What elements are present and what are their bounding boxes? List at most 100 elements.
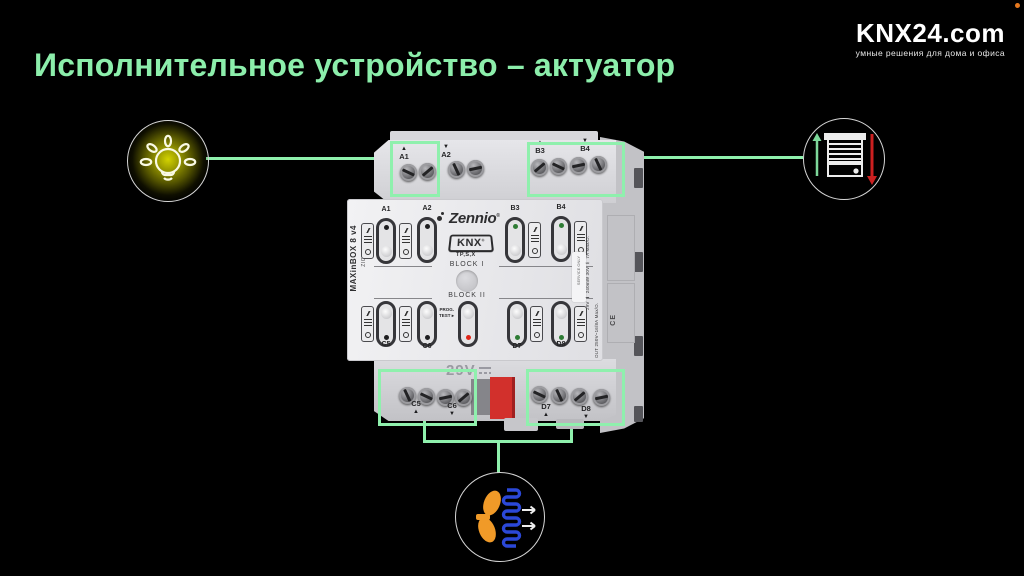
highlight-box-a1 bbox=[390, 141, 440, 197]
terminal-screw bbox=[590, 156, 607, 173]
terminal-screw bbox=[531, 159, 548, 176]
output-rating-label: OUT 250V~16/8A Max/O. bbox=[594, 302, 599, 358]
din-clip bbox=[634, 336, 643, 356]
din-clip bbox=[634, 406, 643, 422]
prog-arrow-icon: ▸ bbox=[451, 312, 454, 318]
block1-label: BLOCK I bbox=[449, 261, 485, 268]
bus-type-label: TP,S,X bbox=[456, 252, 476, 258]
light-bulb-icon bbox=[127, 120, 209, 202]
channel-function-icons bbox=[530, 306, 543, 342]
side-panel-line bbox=[607, 283, 635, 343]
terminal-screw bbox=[399, 387, 416, 404]
light-bulb-glyph bbox=[139, 134, 197, 181]
connector-line-bottom-horizontal bbox=[423, 440, 573, 443]
terminal-label-d7: D7 ▲ bbox=[534, 402, 558, 418]
load-bars-icon bbox=[532, 319, 541, 328]
channel-d7-control bbox=[507, 301, 527, 347]
relay-contact-icon bbox=[401, 227, 410, 233]
terminal-screw bbox=[448, 161, 465, 178]
channel-a1-button bbox=[380, 246, 392, 257]
channel-c6-button bbox=[421, 308, 433, 319]
terminal-label-c5: C5 ▲ bbox=[404, 399, 428, 415]
zennio-logo-dots-icon bbox=[437, 212, 447, 222]
load-type-icon bbox=[402, 248, 409, 255]
highlight-box-c5-c6 bbox=[378, 369, 477, 426]
block2-label: BLOCK II bbox=[448, 292, 486, 299]
channel-function-icons bbox=[361, 223, 374, 259]
terminal-label-a1: ▲ A1 bbox=[392, 146, 416, 161]
corner-dot-icon bbox=[1015, 3, 1020, 8]
device-top-lip bbox=[390, 131, 598, 142]
terminal-label-c6: C6 ▼ bbox=[440, 401, 464, 417]
dc-symbol-icon bbox=[478, 366, 491, 375]
channel-label-c6: C6 bbox=[422, 343, 432, 350]
channel-c6-led bbox=[424, 335, 430, 340]
channel-label-a2: A2 bbox=[422, 205, 432, 212]
block1-bracket-line bbox=[374, 266, 432, 267]
highlight-box-d7-d8 bbox=[526, 369, 625, 426]
roller-blind-glyph bbox=[812, 133, 877, 185]
channel-a1-led bbox=[383, 225, 389, 230]
load-bars-icon bbox=[401, 319, 410, 328]
channel-b4-control bbox=[551, 216, 571, 262]
terminal-screw bbox=[593, 389, 610, 406]
terminal-label-a2: ▼ A2 bbox=[434, 144, 458, 159]
channel-function-icons bbox=[528, 222, 541, 258]
terminal-label-b4: ▼ B4 bbox=[573, 138, 597, 153]
channel-a2-button bbox=[421, 245, 433, 256]
center-recess bbox=[456, 270, 478, 292]
service-tab bbox=[572, 252, 586, 302]
blind-up-arrow-icon bbox=[812, 133, 822, 176]
connector-line-light bbox=[206, 157, 390, 160]
channel-a2-led bbox=[424, 224, 430, 229]
channel-b4-button bbox=[555, 244, 567, 255]
prog-test-label: PROG. TEST ▸ bbox=[438, 307, 454, 318]
roller-blind-icon bbox=[803, 118, 885, 200]
prog-led bbox=[465, 335, 471, 340]
load-type-icon bbox=[364, 331, 371, 338]
load-bars-icon bbox=[363, 319, 372, 328]
channel-b4-led bbox=[558, 223, 564, 228]
channel-d7-button bbox=[511, 308, 523, 319]
connector-line-d-down bbox=[570, 420, 573, 443]
registered-mark: ® bbox=[481, 237, 486, 243]
down-arrow-icon: ▼ bbox=[443, 144, 449, 150]
fan-blade-icon bbox=[476, 490, 501, 543]
knx-connector-red bbox=[490, 377, 515, 419]
fan-coil-icon bbox=[455, 472, 545, 562]
terminal-screw bbox=[419, 163, 436, 180]
channel-function-icons bbox=[399, 306, 412, 342]
terminal-screw bbox=[551, 387, 568, 404]
prog-test-button bbox=[462, 308, 474, 319]
terminal-label-d8: D8 ▼ bbox=[574, 404, 598, 420]
connector-line-blind bbox=[619, 156, 803, 159]
highlight-box-b3-b4 bbox=[527, 142, 625, 197]
relay-contact-icon bbox=[363, 227, 372, 233]
prog-test-control bbox=[458, 301, 478, 347]
connector-line-fan bbox=[497, 443, 500, 473]
channel-d8-led bbox=[558, 335, 564, 340]
relay-contact-icon bbox=[576, 310, 585, 316]
up-arrow-icon: ▲ bbox=[543, 411, 549, 418]
channel-b3-button bbox=[509, 245, 521, 256]
relay-contact-icon bbox=[363, 310, 372, 316]
channel-label-d8: D8 bbox=[556, 341, 566, 348]
down-arrow-icon: ▼ bbox=[582, 138, 588, 144]
din-clip bbox=[634, 252, 643, 272]
knx24-logo-tagline: умные решения для дома и офиса bbox=[855, 48, 1005, 58]
down-arrow-icon: ▼ bbox=[583, 413, 589, 420]
terminal-screw bbox=[531, 386, 548, 403]
channel-d8-control bbox=[551, 301, 571, 347]
bottom-tab bbox=[504, 418, 538, 431]
channel-label-b4: B4 bbox=[556, 204, 566, 211]
relay-contact-icon bbox=[576, 225, 585, 231]
channel-c5-led bbox=[383, 335, 389, 340]
service-label: SERVICE ONLY bbox=[576, 256, 581, 286]
load-type-icon bbox=[533, 331, 540, 338]
terminal-screw bbox=[400, 164, 417, 181]
device-model: MAXinBOX 8 v4 bbox=[349, 225, 358, 292]
power-rating-label: 29V ⎓ 240mW 30V ⎓ 7A Max/O. bbox=[585, 235, 590, 310]
block1-bracket-line bbox=[499, 266, 593, 267]
knx24-logo: KNX24.com умные решения для дома и офиса bbox=[856, 20, 1005, 58]
